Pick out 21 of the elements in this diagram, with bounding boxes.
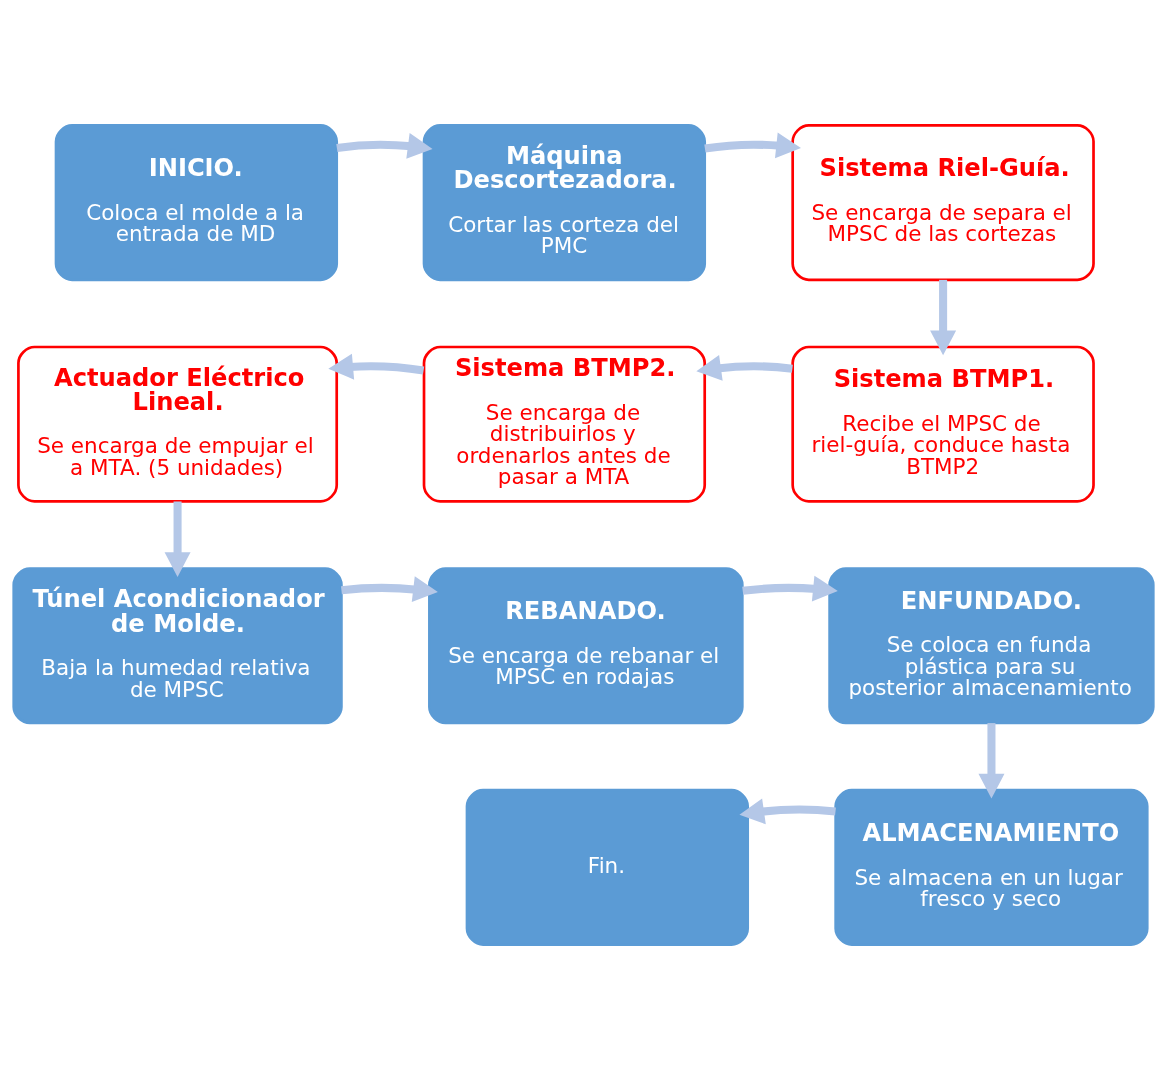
node-box: Máquina Descortezadora. Cortar las corteza del PMC — [422, 124, 707, 282]
node-box: Sistema Riel-Guía. Se encarga de separa el MPSC de las cortezas — [791, 124, 1095, 282]
arrow — [742, 575, 838, 602]
arrow — [164, 501, 191, 577]
node-box: ENFUNDADO. Se coloca en funda plástica para su posterior almacenamiento — [828, 567, 1155, 725]
arrow — [696, 355, 793, 381]
arrow — [978, 723, 1005, 799]
node-box: ALMACENAMIENTO Se almacena en un lugar fresco y seco — [834, 788, 1149, 946]
arrow — [930, 279, 957, 356]
arrow — [328, 353, 425, 380]
arrow — [704, 132, 801, 159]
arrow — [341, 576, 438, 603]
arrow — [739, 798, 836, 825]
arrow — [336, 132, 433, 159]
node-box: Túnel Acondicionador de Molde. Baja la humedad relativa de MPSC — [12, 567, 343, 725]
node-box: Sistema BTMP2. Se encarga de distribuirlos y ordenarlos antes de pasar a MTA — [422, 345, 707, 503]
node-box: INICIO. Coloca el molde a la entrada de MD — [54, 124, 339, 282]
node-box: Actuador Eléctrico Lineal. Se encarga de empujar el a MTA. (5 unidades) — [17, 345, 339, 503]
node-box: Sistema BTMP1. Recibe el MPSC de riel-guía, conduce hasta BTMP2 — [791, 345, 1095, 503]
node-box: Fin. — [465, 788, 750, 946]
node-box: REBANADO. Se encarga de rebanar el MPSC en rodajas — [428, 567, 744, 725]
